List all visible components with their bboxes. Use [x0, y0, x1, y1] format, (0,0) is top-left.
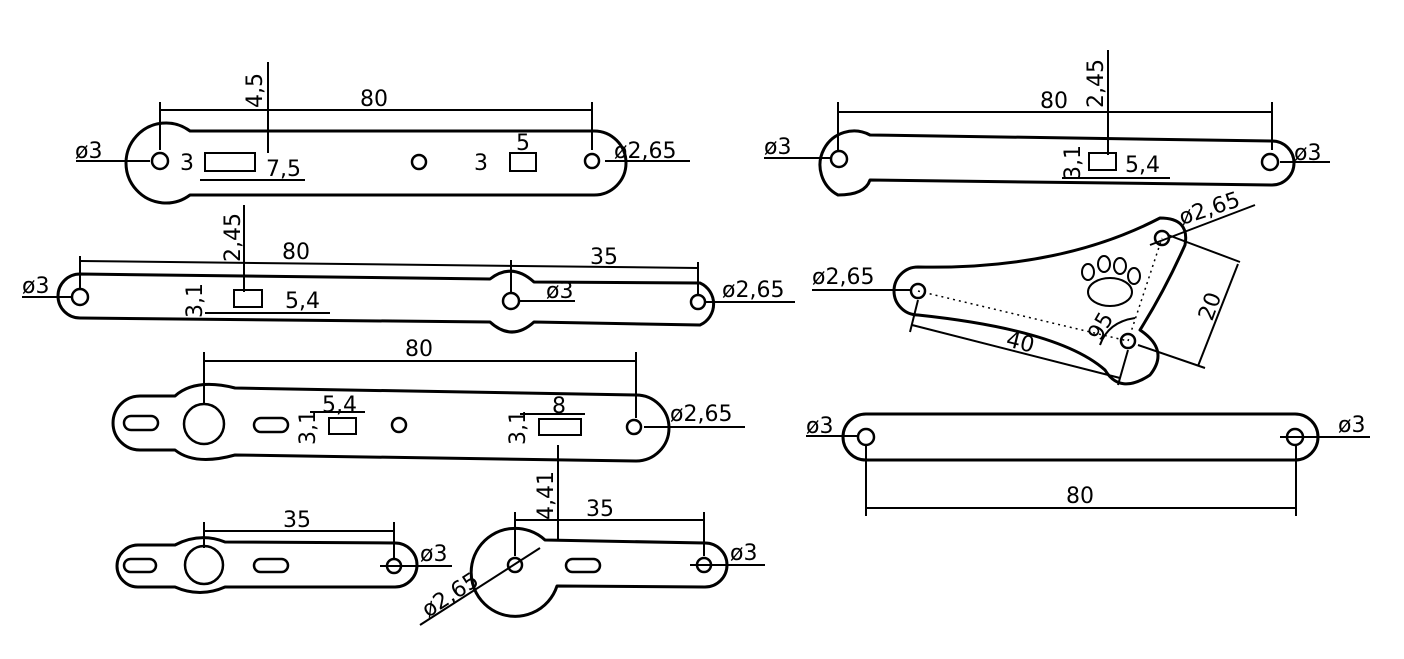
arm-d-hole-big — [182, 402, 226, 446]
paw-label-angle: 95 — [1084, 308, 1120, 345]
arm-a-slot-1 — [204, 152, 256, 172]
arm-d-outline — [111, 382, 671, 463]
paw-hole-bottom — [1119, 332, 1137, 350]
paw-construction-2 — [1127, 237, 1163, 342]
paw-print-icon — [1081, 255, 1141, 307]
arm-d-label-slot1-w: 5,4 — [322, 393, 357, 418]
arm-a-label-slot1-h: 3 — [180, 151, 194, 176]
arm-b-label-length: 80 — [1040, 89, 1068, 114]
arm-g-outline — [469, 526, 729, 618]
arm-f-label-hole-right: ø3 — [420, 542, 447, 567]
arm-c-label-offset: 2,45 — [221, 213, 246, 262]
arm-g-label-hole-left: ø2,65 — [418, 568, 484, 623]
arm-c-label-hole-right: ø2,65 — [722, 278, 784, 303]
arm-b-label-offset: 2,45 — [1084, 59, 1109, 108]
paw-outline — [892, 216, 1188, 386]
part-arm-f: 35 ø3 — [115, 508, 452, 594]
arm-a-label-hole-right: ø2,65 — [614, 139, 676, 164]
arm-c-dim-line-top — [79, 260, 699, 269]
arm-d-label-slot2-h: 3,1 — [506, 410, 531, 445]
arm-e-outline — [841, 412, 1320, 462]
paw-ext-2 — [1117, 349, 1129, 386]
arm-c-hole-left — [70, 287, 90, 307]
arm-b-outline — [818, 129, 1296, 197]
arm-d-label-slot2-w: 8 — [552, 394, 566, 419]
arm-b-label-slot-h: 3,1 — [1061, 145, 1086, 180]
arm-g-label-offset: 4,41 — [534, 471, 559, 520]
arm-d-slot-1 — [328, 417, 357, 435]
arm-b-label-slot-w: 5,4 — [1125, 153, 1160, 178]
paw-label-hole-left: ø2,65 — [812, 265, 874, 290]
arm-g-leader-left — [419, 547, 541, 626]
arm-c-label-length: 80 — [282, 240, 310, 265]
arm-a-label-slot2-h: 3 — [474, 151, 488, 176]
arm-b-slot — [1088, 152, 1117, 171]
paw-dim-line-side — [1197, 263, 1239, 367]
arm-c-label-slot-w: 5,4 — [285, 289, 320, 314]
arm-b-label-hole-right: ø3 — [1294, 141, 1321, 166]
arm-a-label-offset: 4,5 — [243, 73, 268, 108]
arm-c-label-hole-mid: ø3 — [546, 279, 573, 304]
arm-c-label-hole-left: ø3 — [22, 274, 49, 299]
arm-g-label-hole-right: ø3 — [730, 541, 757, 566]
paw-ext-1 — [909, 299, 919, 333]
arm-f-hole-big — [183, 544, 225, 586]
arm-f-label-length: 35 — [283, 508, 311, 533]
arm-e-hole-left — [856, 427, 876, 447]
arm-d-label-slot1-h: 3,1 — [296, 410, 321, 445]
arm-a-label-hole-left: ø3 — [75, 139, 102, 164]
arm-c-label-short: 35 — [590, 245, 618, 270]
arm-g-label-length: 35 — [586, 497, 614, 522]
arm-a-hole-right — [583, 152, 601, 170]
part-arm-a: 80 4,5 ø3 ø2,65 3 7,5 3 5 — [75, 62, 690, 205]
arm-e-label-hole-left: ø3 — [806, 414, 833, 439]
paw-angle-arc — [1099, 317, 1136, 346]
arm-a-label-slot1-w: 7,5 — [266, 157, 301, 182]
part-arm-b: 80 2,45 ø3 ø3 3,1 5,4 — [764, 50, 1330, 197]
arm-b-hole-right — [1260, 152, 1280, 172]
arm-e-label-hole-right: ø3 — [1338, 413, 1365, 438]
arm-a-outline — [124, 121, 628, 205]
part-paw: ø2,65 ø2,65 40 20 95 — [812, 188, 1256, 386]
arm-d-slot-2 — [538, 418, 582, 436]
paw-ext-3 — [1167, 234, 1241, 263]
paw-ext-4 — [1137, 344, 1206, 369]
paw-label-side: 20 — [1194, 289, 1227, 324]
arm-a-hole-left — [150, 151, 170, 171]
paw-dim-line-long — [911, 324, 1121, 379]
arm-c-label-slot-h: 3,1 — [183, 283, 208, 318]
paw-label-long: 40 — [1004, 328, 1037, 359]
arm-a-hole-center — [410, 153, 428, 171]
arm-f-slot-left — [122, 557, 158, 574]
arm-d-label-length: 80 — [405, 337, 433, 362]
part-arm-c: 80 35 2,45 ø3 ø3 ø2,65 3,1 5,4 — [22, 205, 795, 334]
arm-f-slot-mid — [252, 557, 290, 574]
arm-e-label-length: 80 — [1066, 484, 1094, 509]
arm-c-slot — [233, 289, 263, 308]
arm-a-label-length: 80 — [360, 87, 388, 112]
arm-g-slot — [564, 557, 602, 574]
arm-b-label-hole-left: ø3 — [764, 135, 791, 160]
paw-leader-top — [1149, 204, 1256, 246]
arm-c-hole-right — [689, 293, 707, 311]
arm-f-outline — [115, 536, 419, 594]
part-arm-e: 80 ø3 ø3 — [806, 412, 1370, 516]
arm-d-slot-left — [122, 414, 160, 432]
arm-a-label-slot2-w: 5 — [516, 131, 530, 156]
arm-b-hole-left — [829, 149, 849, 169]
arm-g-hole-left — [506, 556, 524, 574]
part-arm-d: 80 ø2,65 3,1 5,4 3,1 8 — [111, 337, 745, 463]
arm-d-hole-small — [390, 416, 408, 434]
arm-c-outline — [56, 269, 716, 334]
arm-c-hole-mid — [501, 291, 521, 311]
paw-label-hole: ø2,65 — [1176, 188, 1243, 231]
arm-d-label-hole-right: ø2,65 — [670, 402, 732, 427]
arm-d-hole-right — [625, 418, 643, 436]
arm-d-slot-mid — [252, 416, 290, 434]
arm-a-slot-2 — [509, 152, 537, 172]
part-arm-g: 35 4,41 ø2,65 ø3 — [418, 445, 765, 626]
paw-hole-left — [909, 282, 927, 300]
